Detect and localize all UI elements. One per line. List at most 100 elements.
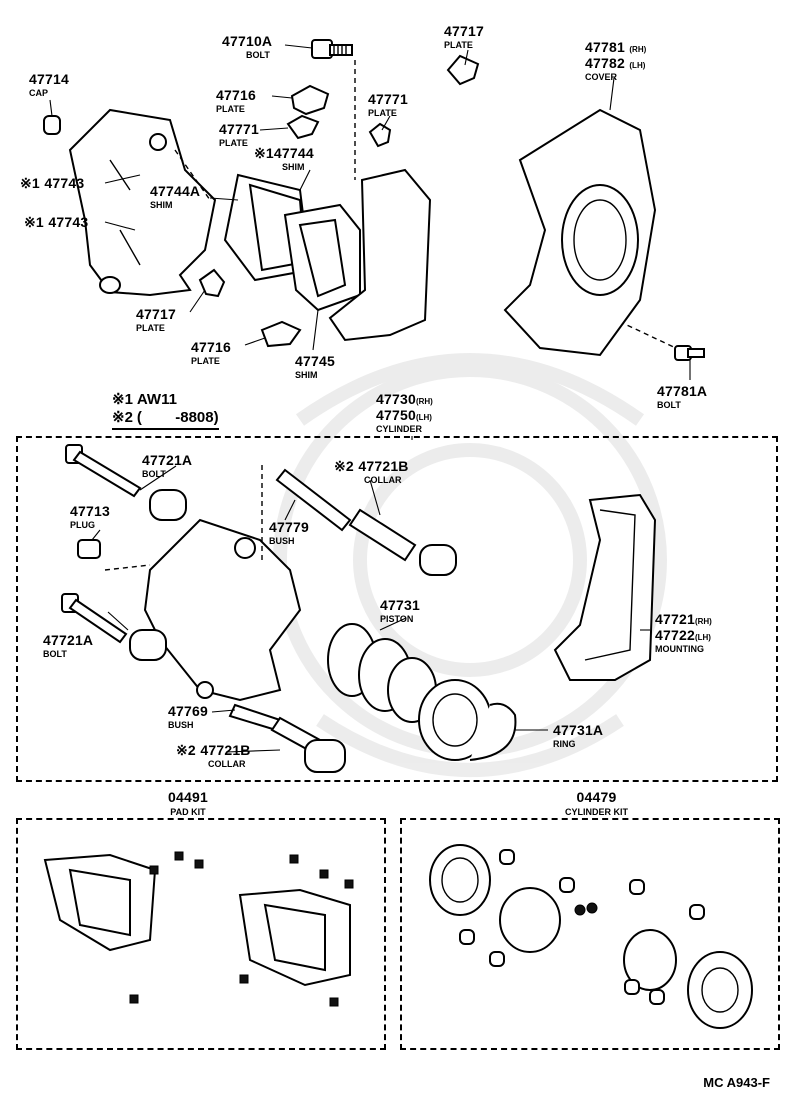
part-number: 47714	[29, 71, 69, 87]
part-number-lh: 47782	[585, 55, 625, 71]
callout-47710A: 47710A BOLT	[222, 34, 272, 60]
part-name: SHIM	[295, 370, 318, 380]
callout-47781-cover: 47781 (RH) 47782 (LH) COVER	[585, 40, 646, 82]
suffix-lh: (LH)	[694, 633, 711, 642]
callout-47779: 47779 BUSH	[269, 520, 309, 546]
suffix-rh: (RH)	[694, 617, 712, 626]
part-name: MOUNTING	[655, 644, 704, 654]
kit-name: PAD KIT	[170, 806, 206, 817]
kit-number: 04491	[168, 789, 208, 805]
figure-code: MC A943-F	[703, 1075, 770, 1090]
part-name: PLUG	[70, 520, 96, 530]
mark: ※2	[334, 458, 354, 474]
part-name: PLATE	[136, 323, 165, 333]
mark: ※2	[176, 742, 196, 758]
callout-47713: 47713 PLUG	[70, 504, 110, 530]
caliper-body-drawing	[68, 108, 217, 297]
part-number: 47779	[269, 519, 309, 535]
callout-47744A: 47744A SHIM	[150, 184, 200, 210]
boot-right-drawing	[419, 544, 457, 576]
part-number: 47716	[191, 339, 231, 355]
plug-47713-drawing	[77, 539, 101, 559]
part-name: BOLT	[142, 469, 166, 479]
callout-47745: 47745 SHIM	[295, 354, 335, 380]
note-mark-1: ※1	[112, 391, 133, 408]
callout-47716-top: 47716 PLATE	[216, 88, 256, 114]
bolt-47710A-drawing	[311, 39, 353, 59]
part-number: 47710A	[222, 33, 273, 49]
mark: ※1	[24, 214, 44, 230]
part-name: BOLT	[246, 50, 270, 60]
plate-47771-mid-drawing	[286, 114, 320, 140]
caliper-outer-drawing	[328, 168, 432, 342]
part-number: 47744	[273, 145, 314, 161]
part-number: 47743	[48, 214, 89, 230]
callout-47717-low: 47717 PLATE	[136, 307, 176, 333]
pad-kit-title: 04491 PAD KIT	[168, 790, 208, 817]
suffix-rh: (RH)	[629, 45, 647, 54]
part-number: 47713	[70, 503, 110, 519]
suffix-lh: (LH)	[415, 413, 432, 422]
callout-47781A: 47781A BOLT	[657, 384, 707, 410]
part-number-rh: 47730	[376, 391, 416, 407]
part-number: 47771	[368, 91, 408, 107]
ring-47731A-drawing	[469, 702, 517, 761]
callout-47721-mounting: 47721(RH) 47722(LH) MOUNTING	[655, 612, 712, 654]
mark: ※1	[254, 145, 274, 161]
cylinder-kit-box	[400, 818, 780, 1050]
plate-47771-right-drawing	[368, 122, 392, 148]
callout-47716-low: 47716 PLATE	[191, 340, 231, 366]
part-name: COLLAR	[364, 475, 402, 485]
part-name: COVER	[585, 72, 618, 82]
part-name: COLLAR	[208, 759, 246, 769]
callout-47771-right: 47771 PLATE	[368, 92, 408, 118]
part-number: 47721B	[200, 742, 251, 758]
callout-47721A-low: 47721A BOLT	[43, 633, 93, 659]
kit-number: 04479	[576, 789, 617, 805]
boot-low-drawing	[129, 629, 167, 661]
part-number: 47717	[444, 23, 484, 39]
part-name: PLATE	[191, 356, 220, 366]
boot-top-drawing	[149, 489, 187, 521]
part-name: PLATE	[216, 104, 245, 114]
bolt-47781A-drawing	[674, 345, 705, 361]
callout-47743-b: ※1 47743	[24, 215, 88, 231]
callout-47721A-top: 47721A BOLT	[142, 453, 192, 479]
part-name: PLATE	[219, 138, 248, 148]
part-number-rh: 47721	[655, 611, 695, 627]
note-text-2: ( -8808)	[136, 409, 219, 426]
bolt-47721A-low-drawing	[61, 593, 128, 644]
part-name: SHIM	[282, 162, 305, 172]
callout-47731: 47731 PISTON	[380, 598, 420, 624]
part-number-lh: 47750	[376, 407, 416, 423]
dust-cover-drawing	[503, 108, 657, 357]
callout-47717-top: 47717 PLATE	[444, 24, 484, 50]
callout-47721B-low: ※2 47721B COLLAR	[176, 743, 251, 769]
part-number: 47745	[295, 353, 335, 369]
callout-47744: ※147744 SHIM	[254, 146, 314, 172]
callout-47721B-top: ※2 47721B COLLAR	[334, 459, 409, 485]
note-text-1: AW11	[136, 391, 177, 408]
note-mark-2: ※2	[112, 409, 133, 426]
part-number: 47769	[168, 703, 208, 719]
cylinder-kit-drawing	[429, 844, 753, 1029]
cylinder-kit-title: 04479 CYLINDER KIT	[565, 790, 628, 817]
part-number: 47721A	[43, 632, 94, 648]
callout-47769: 47769 BUSH	[168, 704, 208, 730]
plate-47717-top-drawing	[446, 54, 480, 86]
suffix-rh: (RH)	[415, 397, 433, 406]
part-number: 47731	[380, 597, 420, 613]
kit-name: CYLINDER KIT	[565, 806, 628, 817]
part-name: SHIM	[150, 200, 173, 210]
part-number: 47781A	[657, 383, 708, 399]
brake-pads-drawing	[223, 173, 361, 312]
part-name: BUSH	[269, 536, 295, 546]
mark: ※1	[20, 175, 40, 191]
part-name: RING	[553, 739, 576, 749]
part-number: 47731A	[553, 722, 604, 738]
bolt-47721A-top-drawing	[65, 444, 142, 498]
part-name: CYLINDER	[376, 424, 423, 434]
